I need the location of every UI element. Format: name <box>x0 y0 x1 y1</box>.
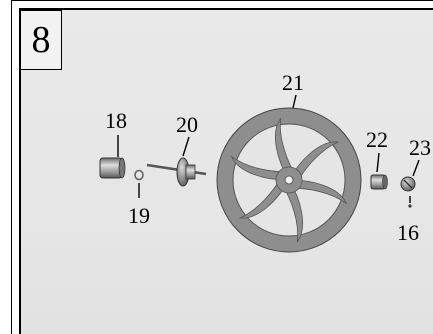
part-21-wheel <box>217 108 361 252</box>
part-23-screw <box>401 177 415 191</box>
callout-20: 20 <box>176 114 198 136</box>
callout-22: 22 <box>366 129 388 151</box>
part-22-nut <box>371 175 388 189</box>
part-19-washer <box>135 171 143 180</box>
callout-23: 23 <box>409 137 431 159</box>
callout-18: 18 <box>105 110 127 132</box>
callout-16: 16 <box>397 222 419 244</box>
part-20-shaft <box>147 158 206 186</box>
part-18-bushing <box>100 158 125 178</box>
callout-19: 19 <box>128 205 150 227</box>
part-16-pin <box>408 204 411 207</box>
callout-21: 21 <box>282 72 304 94</box>
